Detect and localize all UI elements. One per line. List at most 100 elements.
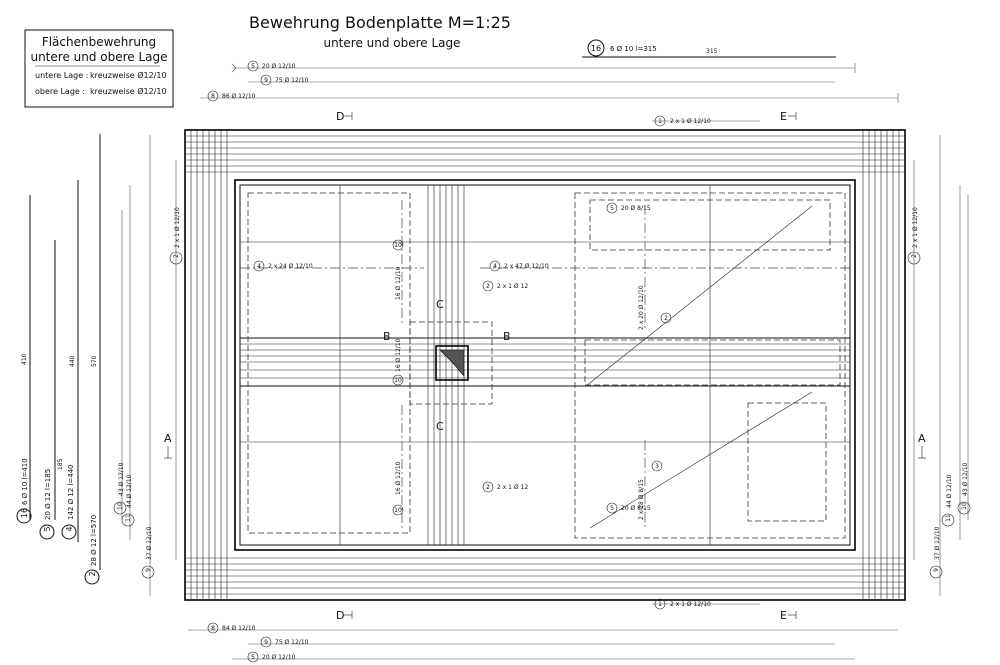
position-number: 2 (486, 484, 490, 491)
position-number: 10 (117, 502, 124, 510)
label-text: 20 Ø 8/15 (621, 205, 651, 212)
inner-outline (234, 179, 856, 551)
position-number: 10 (394, 377, 402, 384)
label-text: 2 x 47 Ø 12/10 (504, 263, 549, 270)
label-text: 16 Ø 12/10 (395, 266, 402, 300)
bottom-dimension-lines: 1 2 x 1 Ø 12/10 8 84 Ø 12/10 9 75 Ø 12/1… (188, 598, 898, 663)
position-number: 8 (211, 93, 215, 100)
inner-border (239, 184, 851, 546)
section-mark-e: E (780, 609, 787, 622)
perimeter-bars (185, 130, 905, 600)
dashed-zones (247, 192, 846, 539)
label-text: 86 Ø 12/10 (222, 93, 256, 100)
section-mark-a: A (918, 432, 926, 445)
bar-text: 20 Ø 12 l=185 (44, 469, 52, 520)
drawing-title: Bewehrung Bodenplatte M=1:25 (249, 13, 511, 32)
label-text: 16 Ø 12/10 (395, 461, 402, 495)
label-text: 2 x 1 Ø 12 (497, 283, 528, 290)
label-text: 2 x 1 Ø 12/10 (670, 118, 711, 125)
position-number: 4 (257, 263, 261, 270)
label-text: 37 Ø 12/10 (934, 526, 941, 560)
position-number: 9 (264, 639, 268, 646)
column-block (435, 345, 469, 381)
position-number: 4 (493, 263, 497, 270)
bar-text: 142 Ø 12 l=440 (67, 464, 75, 520)
section-mark-b: B (383, 330, 391, 343)
bar-dim: 440 (69, 355, 76, 367)
label-text: 2 x 1 Ø 12 (497, 484, 528, 491)
label-text: 43 Ø 12/10 (962, 462, 969, 496)
position-number: 2 (664, 315, 668, 322)
label-text: 16 Ø 12/10 (395, 338, 402, 372)
legend-title-line2: untere und obere Lage (30, 50, 167, 64)
interior-grid (240, 185, 850, 545)
label-text: 20 Ø 8/15 (621, 505, 651, 512)
left-side-dimensions: 2 2 x 1 Ø 12/10 9 37 Ø 12/10 10 43 Ø 12/… (113, 135, 183, 596)
label-text: 84 Ø 12/10 (222, 625, 256, 632)
position-number: 2 (173, 254, 180, 258)
position-number: 11 (945, 514, 952, 522)
position-number: 1 (658, 601, 662, 608)
legend-row-label: untere Lage : (35, 71, 88, 80)
position-number: 4 (65, 526, 74, 531)
section-mark-e: E (780, 110, 787, 123)
position-number: 5 (251, 654, 255, 661)
left-bar-schedule: 16 5 4 2 6 Ø 10 l=410 20 Ø 12 l=185 142 … (16, 134, 101, 585)
label-text: 44 Ø 12/10 (946, 474, 953, 508)
position-number: 10 (961, 502, 968, 510)
label-text: 20 Ø 12/10 (262, 63, 296, 70)
label-text: 20 Ø 12/10 (262, 654, 296, 661)
bar-dim: 185 (57, 458, 64, 470)
position-number: 10 (394, 242, 402, 249)
legend-row-label: obere Lage : (35, 87, 85, 96)
position-number: 1 (658, 118, 662, 125)
drawing-subtitle: untere und obere Lage (323, 36, 460, 50)
label-text: 75 Ø 12/10 (275, 77, 309, 84)
legend-row-value: kreuzweise Ø12/10 (90, 70, 167, 80)
label-text: 37 Ø 12/10 (146, 526, 153, 560)
bar-dim: 570 (91, 355, 98, 367)
bar-text: 6 Ø 10 l=410 (21, 458, 29, 505)
position-number: 16 (20, 508, 29, 518)
label-text: 43 Ø 12/10 (118, 462, 125, 496)
right-side-dimensions: 2 2 x 1 Ø 12/10 9 37 Ø 12/10 10 43 Ø 12/… (907, 135, 971, 596)
diagonal-bars (585, 205, 813, 529)
interior-labels: 4 2 x 24 Ø 12/10 4 2 x 47 Ø 12/10 2 2 x … (240, 200, 850, 530)
label-text: 2 x 28 Ø 8/15 (638, 479, 645, 520)
label-text: 2 x 1 Ø 12/10 (670, 601, 711, 608)
position-number: 9 (933, 568, 940, 572)
bar-dim: 410 (21, 353, 28, 365)
position-number: 11 (125, 514, 132, 522)
position-number: 2 (486, 283, 490, 290)
position-number: 5 (43, 526, 52, 531)
position-number: 2 (88, 571, 97, 576)
legend-box: Flächenbewehrung untere und obere Lage u… (24, 29, 174, 108)
bar-text: 28 Ø 12 l=570 (90, 515, 98, 566)
label-text: 2 x 24 Ø 12/10 (268, 263, 313, 270)
section-mark-d: D (336, 609, 344, 622)
section-mark-d: D (336, 110, 344, 123)
position-number: 9 (145, 568, 152, 572)
legend-title-line1: Flächenbewehrung (42, 35, 156, 49)
slab-outline (184, 129, 906, 601)
label-text: 2 x 20 Ø 12/10 (638, 285, 645, 330)
label-text: 2 x 1 Ø 12/10 (174, 207, 181, 248)
bar-text: 6 Ø 10 l=315 (610, 45, 657, 53)
position-number: 8 (211, 625, 215, 632)
label-text: 75 Ø 12/10 (275, 639, 309, 646)
top-bar-16: 16 6 Ø 10 l=315 315 (582, 39, 836, 58)
position-number: 5 (610, 205, 614, 212)
section-mark-b: B (503, 330, 511, 343)
label-text: 2 x 1 Ø 12/10 (912, 207, 919, 248)
position-number: 3 (655, 463, 659, 470)
position-number: 5 (251, 63, 255, 70)
position-number: 5 (610, 505, 614, 512)
label-text: 44 Ø 12/10 (126, 474, 133, 508)
position-number: 9 (264, 77, 268, 84)
section-mark-a: A (164, 432, 172, 445)
position-number: 10 (394, 507, 402, 514)
bar-dim: 315 (706, 48, 718, 55)
position-number: 2 (911, 254, 918, 258)
legend-row-value: kreuzweise Ø12/10 (90, 86, 167, 96)
